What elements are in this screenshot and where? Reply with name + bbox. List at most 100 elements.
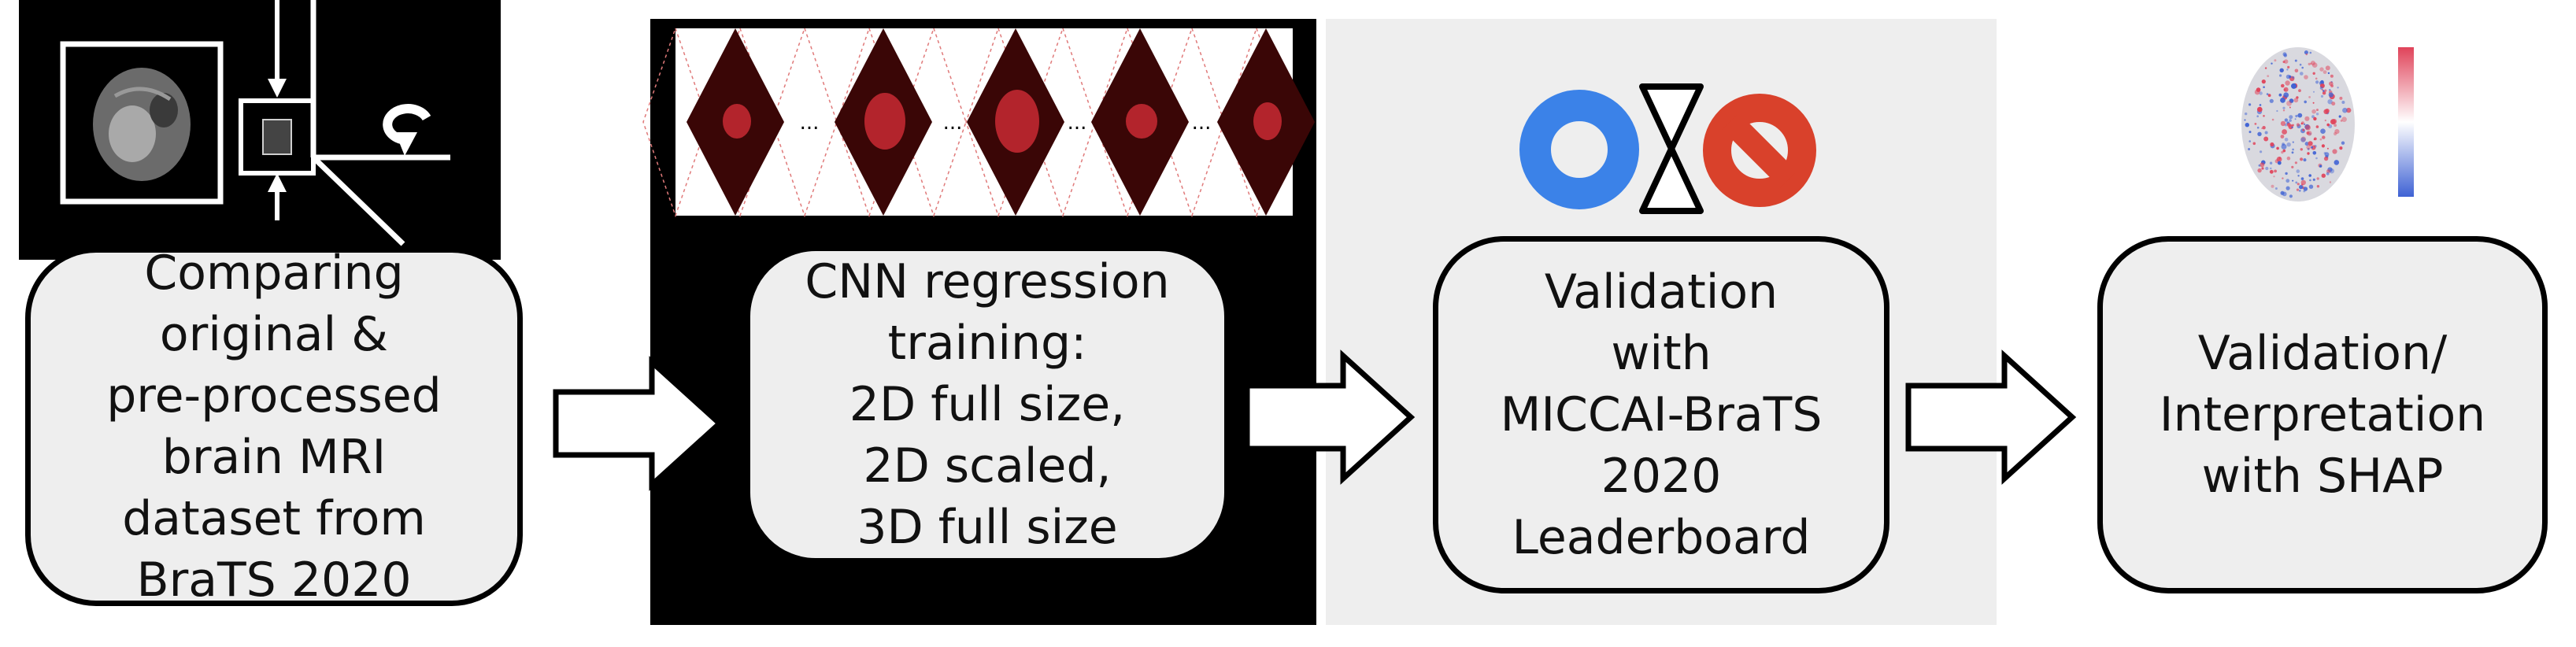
- shap-pixel: [2294, 118, 2297, 120]
- shap-pixel: [2316, 109, 2319, 112]
- shap-pixel: [2320, 94, 2324, 98]
- shap-pixel: [2283, 54, 2287, 57]
- shap-pixel: [2261, 167, 2264, 170]
- shap-pixel: [2263, 86, 2265, 88]
- shap-pixel: [2270, 167, 2272, 170]
- shap-pixel: [2341, 101, 2345, 104]
- shap-pixel: [2297, 175, 2300, 177]
- shap-pixel: [2271, 184, 2274, 188]
- shap-pixel: [2289, 119, 2292, 122]
- shap-pixel: [2340, 120, 2343, 122]
- shap-pixel: [2274, 169, 2277, 173]
- shap-pixel: [2283, 92, 2289, 98]
- shap-pixel: [2326, 172, 2330, 176]
- shap-pixel: [2248, 103, 2252, 106]
- shap-pixel: [2325, 65, 2330, 71]
- shap-pixel: [2303, 158, 2307, 162]
- shap-pixel: [2294, 59, 2297, 62]
- shap-pixel: [2283, 59, 2289, 64]
- shap-pixel: [2308, 141, 2313, 146]
- step-box-preprocess: Comparing original & pre-processed brain…: [25, 246, 523, 608]
- shap-pixel: [2270, 142, 2274, 147]
- shap-pixel: [2278, 93, 2282, 97]
- shap-pixel: [2328, 92, 2334, 98]
- shap-pixel: [2295, 114, 2298, 118]
- shap-pixel: [2297, 183, 2300, 186]
- shap-pixel: [2315, 80, 2319, 84]
- slice-ellipsis-3: ...: [1068, 111, 1087, 135]
- shap-pixel: [2334, 124, 2337, 128]
- shap-pixel: [2273, 176, 2275, 178]
- shap-pixel: [2319, 165, 2322, 168]
- hourglass-icon: [1639, 83, 1704, 214]
- tumor-blob: [1253, 102, 1282, 140]
- shap-pixel: [2334, 131, 2337, 136]
- shap-pixel: [2286, 101, 2292, 106]
- step-label-training: CNN regression training: 2D full size, 2…: [805, 254, 1170, 555]
- shap-pixel: [2313, 116, 2317, 121]
- shap-pixel: [2326, 147, 2329, 150]
- shap-pixel: [2308, 62, 2311, 66]
- shap-pixel: [2257, 131, 2262, 136]
- shap-pixel: [2316, 185, 2320, 188]
- shap-pixel: [2292, 124, 2294, 127]
- shap-pixel: [2282, 149, 2286, 153]
- shap-pixel: [2311, 115, 2315, 119]
- shap-pixel: [2299, 185, 2304, 190]
- shap-pixel: [2269, 98, 2274, 103]
- shap-pixel: [2256, 126, 2260, 129]
- shap-pixel: [2310, 61, 2315, 66]
- shap-pixel: [2285, 179, 2290, 183]
- flow-arrow-3: [1905, 349, 2077, 485]
- shap-pixel: [2245, 123, 2249, 128]
- shap-pixel: [2284, 138, 2289, 142]
- shap-pixel: [2257, 168, 2262, 173]
- step-label-validation: Validation with MICCAI-BraTS 2020 Leader…: [1500, 264, 1823, 565]
- shap-pixel: [2324, 152, 2330, 157]
- shap-pixel: [2334, 129, 2340, 135]
- flow-arrow-1: [553, 356, 724, 491]
- shap-pixel: [2307, 131, 2312, 136]
- shap-pixel: [2312, 151, 2317, 155]
- shap-pixel: [2277, 161, 2282, 165]
- shap-pixel: [2312, 102, 2315, 104]
- shap-pixel: [2334, 160, 2340, 165]
- shap-pixel: [2321, 144, 2325, 148]
- shap-pixel: [2276, 146, 2279, 150]
- shap-pixel: [2300, 137, 2306, 142]
- shap-pixel: [2300, 179, 2306, 186]
- shap-pixel: [2291, 83, 2297, 89]
- shap-pixel: [2289, 115, 2293, 120]
- slice-ellipsis-1: ...: [800, 111, 820, 135]
- shap-pixel: [2262, 126, 2266, 130]
- shap-pixel: [2282, 109, 2285, 112]
- shap-pixel: [2327, 72, 2330, 75]
- shap-pixel: [2282, 191, 2287, 197]
- shap-pixel: [2308, 184, 2314, 189]
- shap-pixel: [2320, 79, 2324, 84]
- shap-pixel: [2280, 98, 2285, 103]
- shap-pixel: [2257, 106, 2263, 113]
- shap-pixel: [2313, 91, 2315, 93]
- shap-pixel: [2339, 146, 2343, 150]
- shap-pixel: [2298, 89, 2301, 92]
- shap-pixel: [2282, 129, 2287, 135]
- shap-pixel: [2322, 135, 2326, 139]
- shap-pixel: [2297, 113, 2303, 118]
- shap-pixel: [2300, 157, 2304, 161]
- shap-pixel: [2304, 100, 2307, 104]
- shap-pixel: [2299, 190, 2301, 192]
- shap-pixel: [2310, 62, 2312, 65]
- shap-pixel: [2319, 86, 2323, 90]
- shap-pixel: [2312, 72, 2315, 75]
- shap-pixel: [2286, 142, 2291, 147]
- shap-pixel: [2306, 131, 2310, 135]
- tumor-blob: [723, 104, 751, 139]
- slice-ellipsis-4: ...: [1192, 111, 1212, 135]
- step-box-validation: Validation with MICCAI-BraTS 2020 Leader…: [1433, 236, 1889, 593]
- shap-pixel: [2296, 188, 2300, 191]
- shap-pixel: [2312, 178, 2315, 181]
- shap-pixel: [2291, 165, 2294, 168]
- shap-pixel: [2330, 119, 2336, 125]
- shap-pixel: [2319, 138, 2322, 141]
